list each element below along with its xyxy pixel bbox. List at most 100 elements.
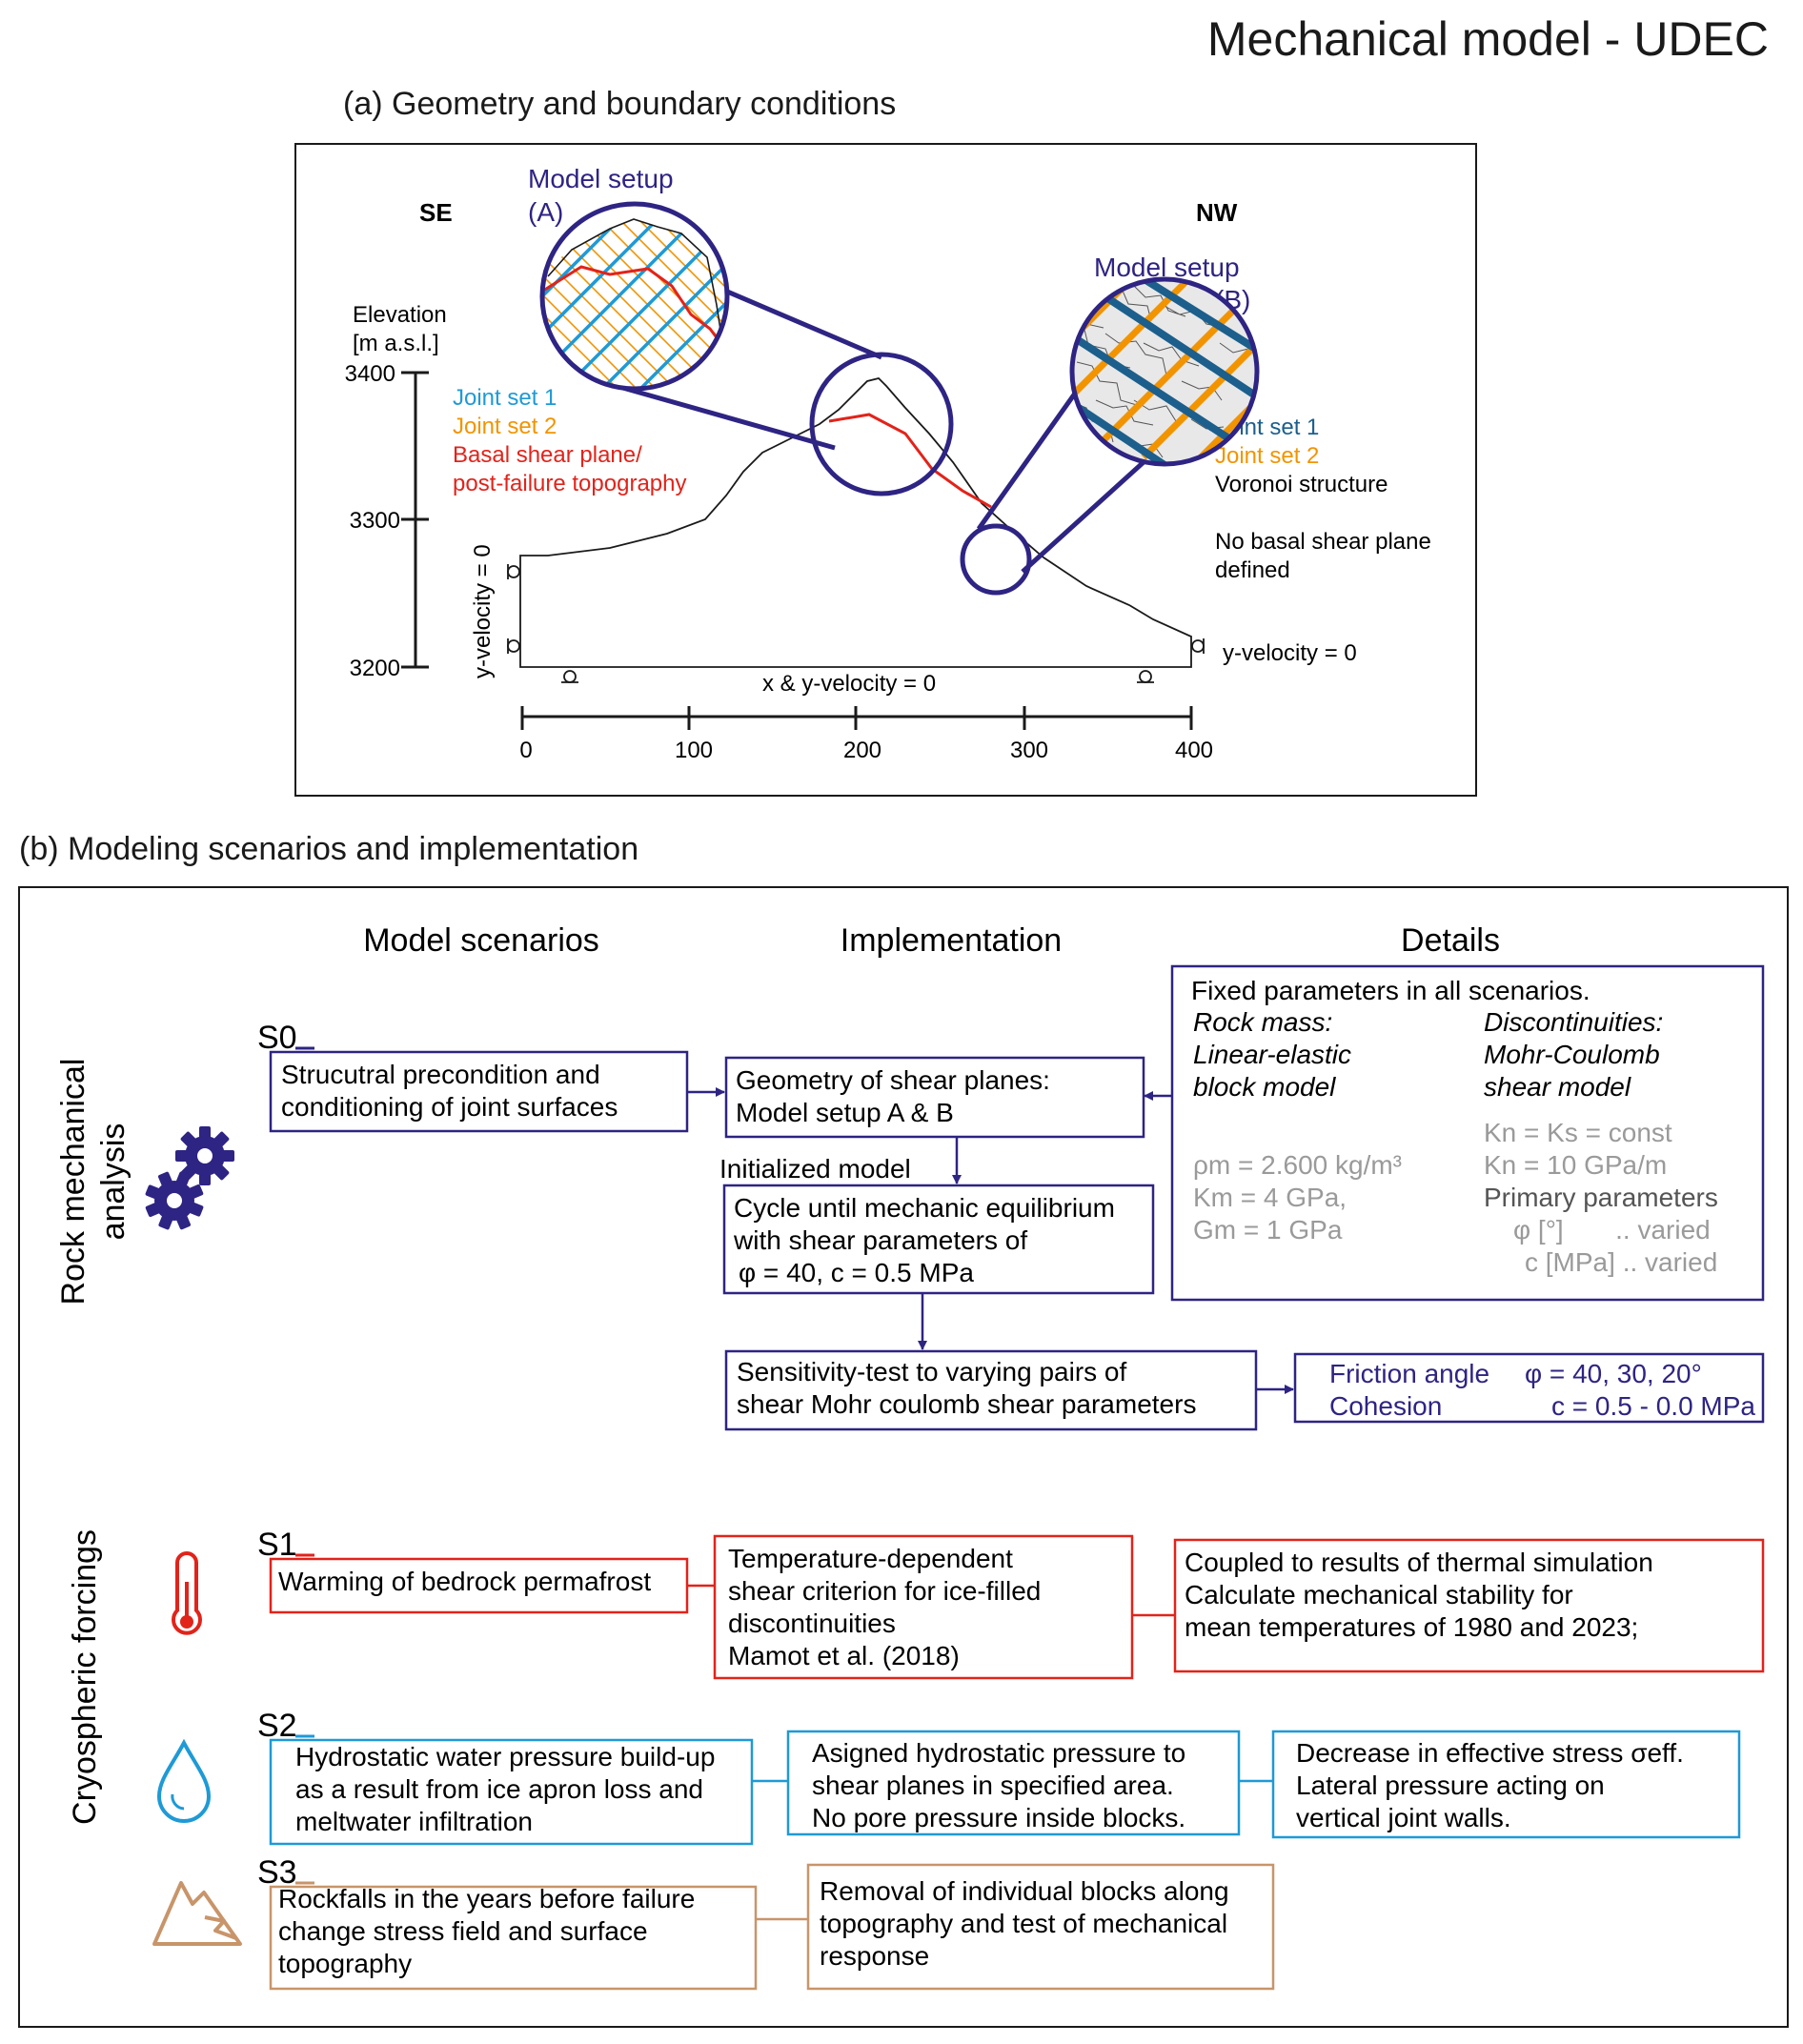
s2-implementation-line2: shear planes in specified area. bbox=[812, 1771, 1174, 1800]
legend-right-joint2: Joint set 2 bbox=[1215, 443, 1319, 469]
s1-implementation-line1: Temperature-dependent bbox=[728, 1544, 1013, 1573]
details-rock-head-3: block model bbox=[1193, 1072, 1336, 1102]
details-rock-param-1: ρm = 2.600 kg/m³ bbox=[1193, 1150, 1402, 1180]
s1-implementation-line3: discontinuities bbox=[728, 1609, 896, 1638]
s3-implementation-line2: topography and test of mechanical bbox=[820, 1909, 1227, 1938]
zoom-source-circle-a bbox=[809, 352, 954, 496]
details-c-varied: c [MPa] .. varied bbox=[1525, 1247, 1717, 1277]
s2-scenario-box bbox=[269, 1738, 754, 1846]
y-tick-3300: 3300 bbox=[350, 508, 400, 534]
s0-cycle-line1: Cycle until mechanic equilibrium bbox=[734, 1193, 1115, 1223]
s0-initialized-label: Initialized model bbox=[719, 1154, 911, 1184]
label-nw: NW bbox=[1196, 198, 1238, 227]
s1-details-box bbox=[1173, 1538, 1765, 1673]
bc-bottom-label: x & y-velocity = 0 bbox=[762, 671, 936, 697]
details-disc-head-1: Discontinuities: bbox=[1484, 1007, 1663, 1037]
s0-details-box bbox=[1170, 964, 1765, 1302]
s0-scenario-line2: conditioning of joint surfaces bbox=[281, 1092, 618, 1122]
friction-label: Friction angle bbox=[1329, 1359, 1489, 1388]
legend-left-joint1: Joint set 1 bbox=[453, 385, 557, 411]
col-header-implementation: Implementation bbox=[841, 922, 1062, 959]
side-label-rock-line1: Rock mechanical bbox=[55, 1059, 91, 1305]
label-se: SE bbox=[419, 198, 453, 227]
s2-details-line1: Decrease in effective stress σeff. bbox=[1296, 1738, 1684, 1768]
terrain-profile bbox=[519, 377, 1192, 668]
s2-scenario-line2: as a result from ice apron loss and bbox=[295, 1774, 703, 1804]
s1-details-line1: Coupled to results of thermal simulation bbox=[1185, 1548, 1653, 1577]
zoom-connector-b bbox=[976, 389, 1145, 574]
cohesion-value: c = 0.5 - 0.0 MPa bbox=[1551, 1391, 1755, 1421]
distance-axis bbox=[520, 706, 1193, 730]
elevation-label-line2: [m a.s.l.] bbox=[353, 331, 439, 356]
shear-plane-profile bbox=[828, 413, 992, 509]
setup-a-label-line2: (A) bbox=[528, 197, 563, 227]
elevation-label-line1: Elevation bbox=[353, 302, 447, 328]
s3-implementation-box bbox=[806, 1863, 1275, 1991]
s1-implementation-line2: shear criterion for ice-filled bbox=[728, 1576, 1041, 1606]
s0-geometry-line1: Geometry of shear planes: bbox=[736, 1065, 1050, 1095]
y-tick-3200: 3200 bbox=[350, 656, 400, 681]
s1-implementation-box bbox=[713, 1534, 1134, 1680]
s2-label: S2 bbox=[257, 1708, 297, 1744]
s2-details-line2: Lateral pressure acting on bbox=[1296, 1771, 1605, 1800]
details-title: Fixed parameters in all scenarios. bbox=[1191, 976, 1590, 1005]
roller-supports bbox=[507, 564, 1205, 683]
details-rock-param-2: Km = 4 GPa, bbox=[1193, 1183, 1347, 1212]
details-rock-head-1: Rock mass: bbox=[1193, 1007, 1332, 1037]
water-drop-icon bbox=[156, 1738, 212, 1823]
s2-details-box bbox=[1271, 1730, 1741, 1839]
s1-details-line3: mean temperatures of 1980 and 2023; bbox=[1185, 1612, 1638, 1642]
s1-label: S1 bbox=[257, 1527, 297, 1563]
s1-details-line2: Calculate mechanical stability for bbox=[1185, 1580, 1573, 1609]
s0-cycle-box bbox=[722, 1184, 1155, 1295]
s3-implementation-line3: response bbox=[820, 1941, 929, 1971]
s0-params-box bbox=[1293, 1352, 1765, 1424]
details-phi-varied: φ [°] .. varied bbox=[1513, 1215, 1711, 1245]
s3-scenario-line1: Rockfalls in the years before failure bbox=[278, 1884, 695, 1913]
friction-value: φ = 40, 30, 20° bbox=[1525, 1359, 1702, 1388]
s2-scenario-line3: meltwater infiltration bbox=[295, 1807, 533, 1836]
details-disc-head-2: Mohr-Coulomb bbox=[1484, 1040, 1660, 1069]
side-label-rock-line2: analysis bbox=[95, 1123, 132, 1241]
details-primary: Primary parameters bbox=[1484, 1183, 1718, 1212]
legend-left-joint2: Joint set 2 bbox=[453, 414, 557, 439]
legend-right-noshear2: defined bbox=[1215, 557, 1290, 583]
elevation-axis bbox=[401, 371, 429, 669]
x-tick-0: 0 bbox=[519, 738, 532, 763]
panel-a-frame bbox=[294, 143, 1477, 797]
zoom-lens-b-rim bbox=[1069, 276, 1260, 467]
s3-scenario-box bbox=[269, 1885, 758, 1991]
zoom-source-circle-b bbox=[960, 523, 1032, 596]
x-tick-100: 100 bbox=[675, 738, 713, 763]
zoom-lens-b bbox=[1072, 279, 1257, 464]
details-rock-head-2: Linear-elastic bbox=[1193, 1040, 1351, 1069]
s0-sensitivity-line2: shear Mohr coulomb shear parameters bbox=[737, 1389, 1196, 1419]
side-label-cryo: Cryospheric forcings bbox=[67, 1529, 103, 1825]
details-disc-param-2: Kn = 10 GPa/m bbox=[1484, 1150, 1667, 1180]
zoom-lens-a-rim bbox=[539, 201, 730, 392]
panel-b-heading: (b) Modeling scenarios and implementatio… bbox=[19, 831, 638, 867]
col-header-scenarios: Model scenarios bbox=[363, 922, 599, 959]
x-tick-400: 400 bbox=[1175, 738, 1213, 763]
s0-cycle-line3: φ = 40, c = 0.5 MPa bbox=[739, 1258, 974, 1287]
s2-details-line3: vertical joint walls. bbox=[1296, 1803, 1511, 1832]
details-disc-param-1: Kn = Ks = const bbox=[1484, 1118, 1672, 1147]
s1-implementation-line4: Mamot et al. (2018) bbox=[728, 1641, 960, 1670]
s3-scenario-line2: change stress field and surface bbox=[278, 1916, 648, 1946]
cohesion-label: Cohesion bbox=[1329, 1391, 1442, 1421]
s3-scenario-line3: topography bbox=[278, 1949, 412, 1978]
s0-scenario-line1: Strucutral precondition and bbox=[281, 1060, 600, 1089]
x-tick-200: 200 bbox=[843, 738, 881, 763]
y-tick-3400: 3400 bbox=[345, 361, 395, 387]
s0-cycle-line2: with shear parameters of bbox=[733, 1225, 1027, 1255]
panel-a-heading: (a) Geometry and boundary conditions bbox=[343, 86, 896, 122]
bc-right-label: y-velocity = 0 bbox=[1223, 640, 1357, 666]
panel-b-frame bbox=[18, 886, 1789, 2028]
legend-right-voronoi: Voronoi structure bbox=[1215, 472, 1388, 497]
s2-implementation-box bbox=[786, 1730, 1241, 1836]
x-tick-300: 300 bbox=[1010, 738, 1048, 763]
s2-implementation-line1: Asigned hydrostatic pressure to bbox=[812, 1738, 1185, 1768]
rockfall-icon bbox=[152, 1881, 242, 1946]
s3-label: S3 bbox=[257, 1854, 297, 1891]
s0-geometry-line2: Model setup A & B bbox=[736, 1098, 954, 1127]
